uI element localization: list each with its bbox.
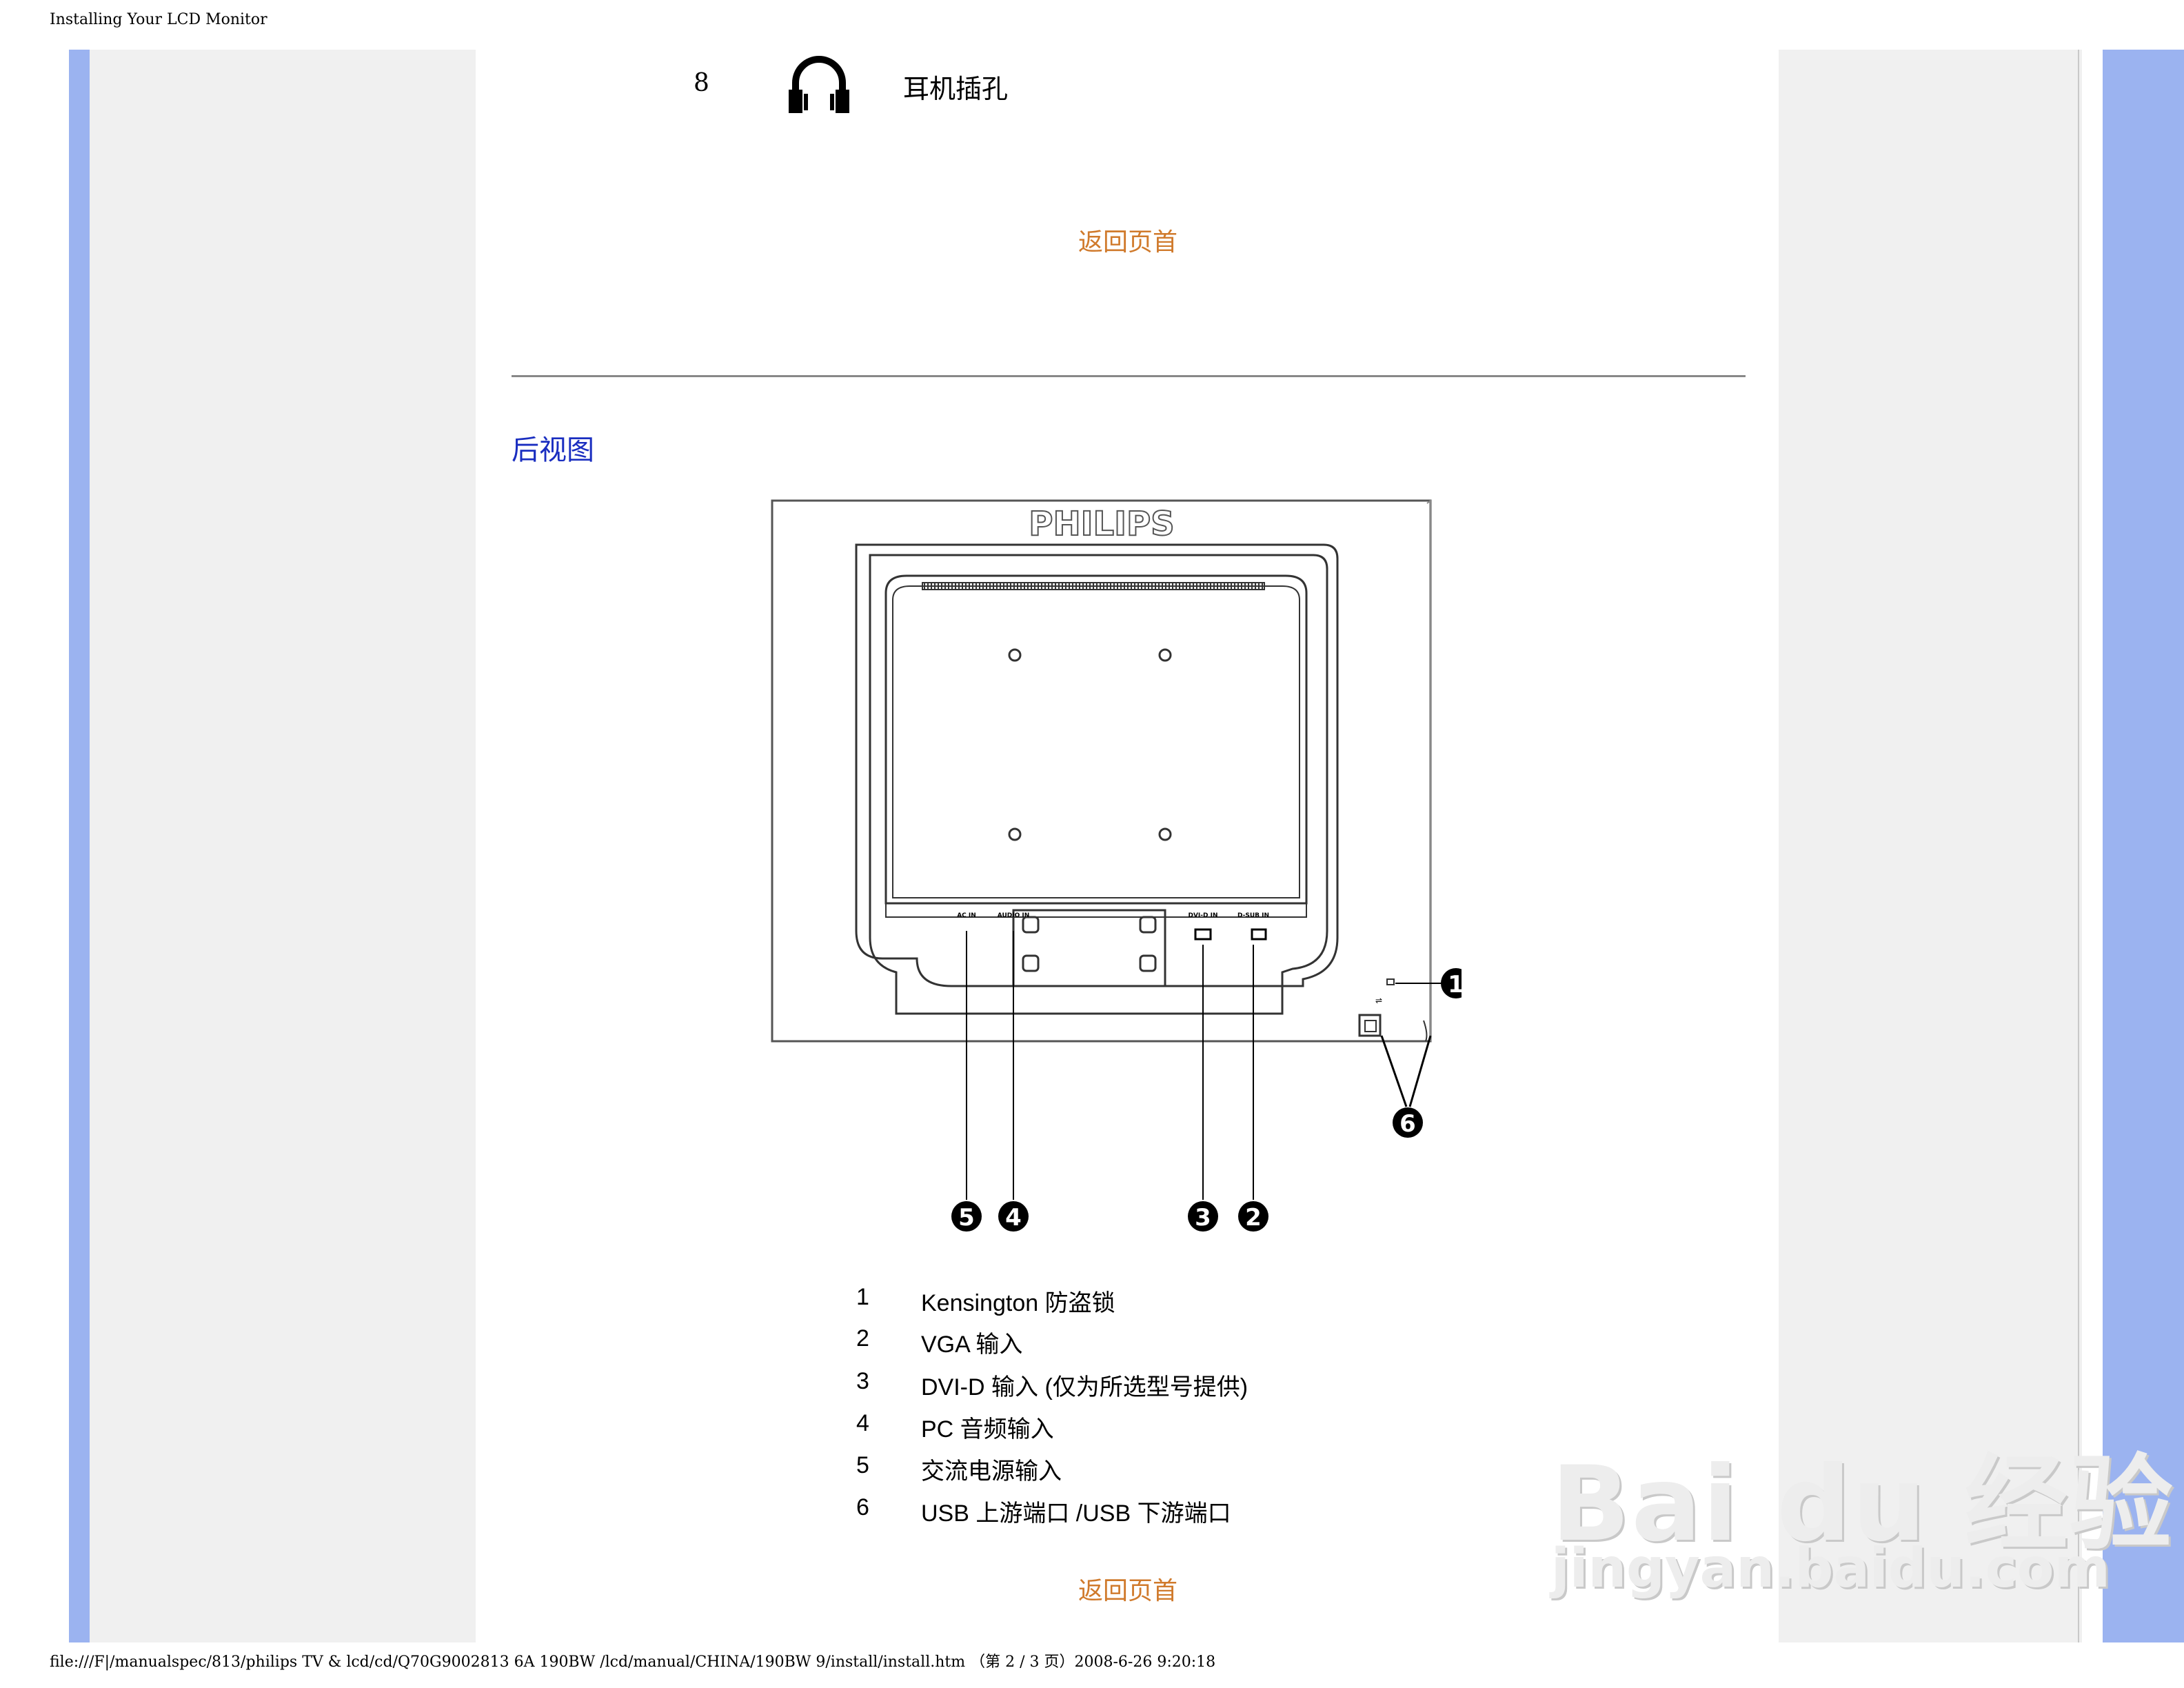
left-frame-panel [90, 50, 476, 1642]
svg-text:⇌: ⇌ [1375, 996, 1382, 1005]
headphone-icon [786, 54, 852, 116]
right-frame-bar [2103, 50, 2184, 1642]
callout-4: 4 [998, 1201, 1029, 1232]
baidu-watermark-url: jingyan.baidu.com [1551, 1538, 2110, 1600]
legend-number: 4 [856, 1410, 869, 1436]
legend-text: USB 上游端口 /USB 下游端口 [921, 1500, 1231, 1527]
svg-text:2: 2 [1245, 1204, 1262, 1232]
legend-number: 1 [856, 1284, 869, 1310]
back-to-top-link[interactable]: 返回页首 [1078, 1577, 1178, 1605]
front-row-number: 8 [694, 69, 709, 97]
page-footer: file:///F|/manualspec/813/philips TV & l… [50, 1654, 1216, 1671]
dvi-in-label: DVI-D IN [1188, 912, 1217, 919]
callout-5: 5 [951, 1201, 982, 1232]
right-frame-panel [1779, 50, 2082, 1642]
section-title: 后视图 [512, 434, 594, 466]
section-divider [512, 375, 1746, 377]
front-row-label: 耳机插孔 [903, 74, 1009, 104]
legend-number: 3 [856, 1368, 869, 1394]
philips-logo: PHILIPS [1029, 505, 1174, 543]
legend-text: DVI-D 输入 (仅为所选型号提供) [921, 1374, 1248, 1400]
legend-text: Kensington 防盗锁 [921, 1290, 1115, 1316]
legend-number: 6 [856, 1494, 869, 1520]
legend-text: VGA 输入 [921, 1332, 1023, 1358]
svg-text:6: 6 [1399, 1110, 1416, 1138]
svg-text:1: 1 [1448, 971, 1462, 998]
legend-number: 2 [856, 1325, 869, 1352]
content-area [476, 50, 1779, 1642]
svg-text:5: 5 [958, 1204, 975, 1232]
rear-view-diagram: PHILIPS AC IN AUDIO IN DVI-D IN D-SUB IN [758, 490, 1471, 1241]
legend-text: 交流电源输入 [921, 1458, 1062, 1485]
callout-2: 2 [1238, 1201, 1268, 1232]
page-header: Installing Your LCD Monitor [50, 11, 267, 28]
left-frame-bar [69, 50, 90, 1642]
callout-6: 6 [1393, 1107, 1423, 1138]
right-frame-divider [2078, 50, 2079, 1642]
svg-text:3: 3 [1195, 1204, 1211, 1232]
baidu-watermark: Bai du 经验 [1551, 1445, 2174, 1565]
callout-3: 3 [1188, 1201, 1218, 1232]
callout-1: 1 [1441, 968, 1471, 998]
svg-text:4: 4 [1005, 1204, 1022, 1232]
legend-text: PC 音频输入 [921, 1416, 1054, 1443]
vga-in-label: D-SUB IN [1237, 912, 1269, 919]
ac-in-label: AC IN [957, 912, 976, 919]
audio-in-label: AUDIO IN [998, 912, 1029, 919]
legend-number: 5 [856, 1452, 869, 1478]
back-to-top-link[interactable]: 返回页首 [1078, 228, 1178, 257]
